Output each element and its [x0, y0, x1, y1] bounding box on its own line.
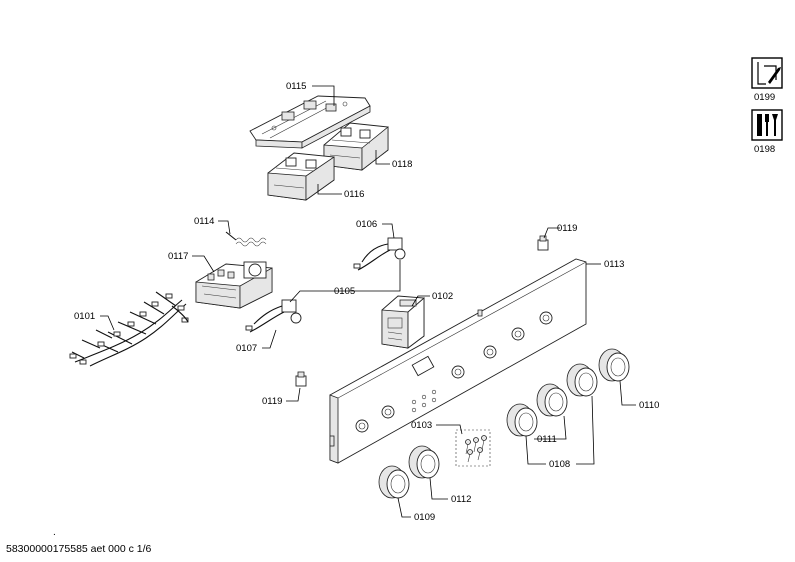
label-0109: 0109	[414, 512, 435, 523]
selector-switch-0117	[195, 261, 273, 309]
label-0119-lower: 0119	[262, 396, 282, 407]
label-0111: 0111	[537, 434, 557, 445]
label-0113: 0113	[604, 259, 624, 270]
clip-0119-lower	[295, 371, 307, 387]
label-0114: 0114	[194, 216, 214, 227]
label-0199: 0199	[754, 92, 775, 103]
footer-dot: .	[53, 527, 56, 538]
part-labels: 0115 0118 0116 0114 0117 0101 0106 0105 …	[74, 81, 659, 523]
mounting-plate-0115	[249, 95, 371, 149]
knob-0108a	[506, 403, 538, 437]
label-0198: 0198	[754, 144, 775, 155]
tools-icon[interactable]	[751, 109, 783, 141]
label-0106: 0106	[356, 219, 377, 230]
label-0101: 0101	[74, 311, 95, 322]
thermostat-0106	[353, 237, 406, 271]
screw-set-0103	[455, 429, 491, 467]
knob-0110	[598, 348, 630, 382]
control-panel-0113	[329, 258, 587, 464]
leader-lines	[100, 85, 636, 518]
label-0115: 0115	[286, 81, 306, 92]
knob-0109	[378, 465, 410, 499]
label-0102: 0102	[432, 291, 453, 302]
label-0107: 0107	[236, 343, 257, 354]
knob-0111	[536, 383, 568, 417]
label-0105: 0105	[334, 286, 355, 297]
connector-block-0116	[267, 152, 335, 201]
heating-spring-0114	[225, 231, 267, 247]
document-id: 58300000175585 aet 000 c 1/6	[6, 543, 152, 555]
wire-harness-0101	[69, 291, 189, 367]
label-0119-upper: 0119	[557, 223, 577, 234]
label-0118: 0118	[392, 159, 412, 170]
label-0112: 0112	[451, 494, 471, 505]
label-0117: 0117	[168, 251, 188, 262]
clip-0119-upper	[537, 235, 549, 251]
label-0108: 0108	[549, 459, 570, 470]
thermostat-0107	[245, 299, 302, 333]
label-0110: 0110	[639, 400, 659, 411]
label-0103: 0103	[411, 420, 432, 431]
wrench-page-icon[interactable]	[751, 57, 783, 89]
knob-0112	[408, 445, 440, 479]
knob-0108b	[566, 363, 598, 397]
timer-module-0102	[381, 295, 425, 349]
label-0116: 0116	[344, 189, 364, 200]
